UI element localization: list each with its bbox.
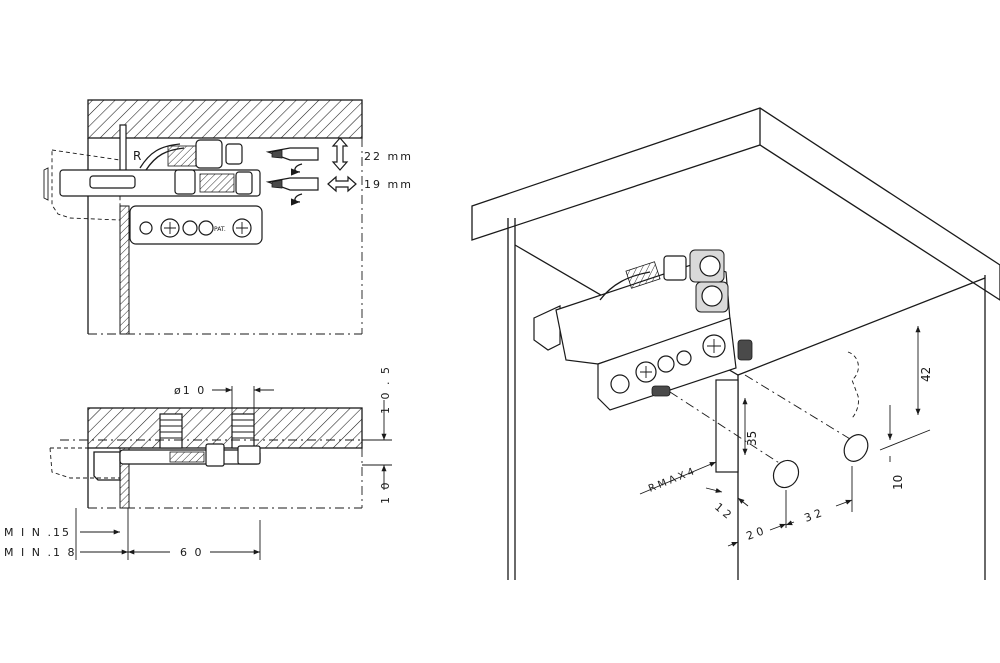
double-arrow-vertical-icon — [331, 137, 349, 171]
screwdriver-icon — [265, 147, 319, 191]
isometric-view: 42 10 35 R M A X 4 1 2 2 0 3 2 — [471, 107, 1000, 580]
section-panel-hatched — [87, 407, 363, 449]
radius-label: R — [133, 149, 141, 163]
pat-label: PAT. — [214, 226, 226, 233]
dim-42-label: 42 — [919, 367, 933, 382]
double-arrow-horizontal-icon — [327, 175, 357, 193]
rotate-arrow-icon — [290, 193, 303, 206]
hole-diameter-label: ø1 0 — [174, 384, 206, 397]
top-panel-hatched — [87, 99, 363, 139]
rotate-arrow-icon — [290, 163, 303, 176]
dim-top-right: 1 0 . 5 — [379, 365, 392, 414]
dim-bottom-right: 1 0 — [379, 481, 392, 505]
dowel-hole — [843, 434, 869, 462]
dim-60-label: 6 0 — [180, 546, 204, 559]
top-view: PAT. 22 mm 19 mm R — [43, 99, 413, 335]
dim-20-label: 2 0 — [745, 525, 766, 543]
min18-label: M I N .1 8 — [4, 546, 76, 559]
drawer-front-outline — [51, 149, 121, 221]
dim-35-label: 35 — [745, 431, 759, 446]
bracket-iso — [533, 249, 753, 411]
dowel-hole — [772, 459, 800, 489]
brand-logo-icon — [182, 220, 198, 236]
dim-32-label: 3 2 — [803, 507, 824, 525]
rmax-label: R M A X 4 — [647, 466, 696, 494]
side-panel-hatched — [119, 205, 130, 335]
screw-hole-icon — [139, 221, 153, 235]
min15-label: M I N .15 — [4, 526, 71, 539]
edge-strip — [715, 379, 739, 473]
dowel — [231, 413, 255, 449]
horizontal-adjust-label: 19 mm — [364, 178, 413, 191]
dim-10-iso-label: 10 — [891, 475, 905, 490]
cabinet-top-panel — [471, 107, 1000, 301]
dowel — [159, 413, 183, 449]
section-view: ø1 0 1 0 . 5 1 0 M I N .15 M I N .1 8 6 … — [4, 365, 392, 560]
bracket-top-view: PAT. — [59, 124, 263, 245]
vertical-adjust-label: 22 mm — [364, 150, 413, 163]
dim-12-label: 1 2 — [712, 500, 734, 521]
